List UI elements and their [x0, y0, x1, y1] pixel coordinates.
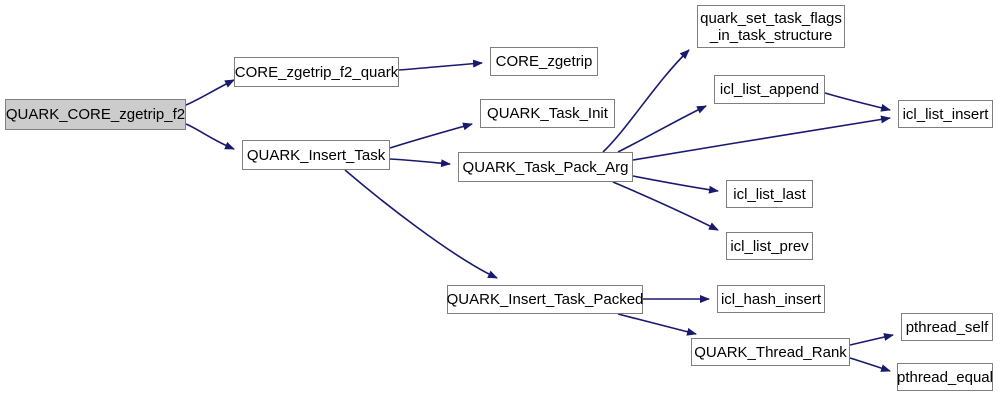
graph-node-quark_task_init[interactable]: QUARK_Task_Init [480, 99, 615, 128]
graph-node-label: QUARK_Task_Pack_Arg [462, 158, 629, 176]
graph-node-label: QUARK_Thread_Rank [694, 343, 847, 361]
call-edge-icl_list_append-to-icl_list_insert [824, 92, 891, 112]
call-edge-quark_insert_task-to-quark_insert_task_packed [344, 169, 498, 279]
graph-node-label: QUARK_Task_Init [487, 105, 608, 122]
graph-node-label: icl_list_insert [902, 105, 989, 123]
graph-node-icl_list_append[interactable]: icl_list_append [714, 75, 825, 104]
graph-node-pthread_self[interactable]: pthread_self [901, 313, 993, 341]
graph-node-label: QUARK_Insert_Task [246, 146, 386, 164]
graph-node-quark_thread_rank[interactable]: QUARK_Thread_Rank [691, 338, 850, 366]
graph-node-quark_insert_task_packed[interactable]: QUARK_Insert_Task_Packed [447, 285, 643, 314]
graph-node-label: CORE_zgetrip [495, 53, 593, 70]
call-edge-quark_task_pack_arg-to-icl_list_prev [612, 181, 719, 231]
graph-node-quark_set_task_flags_in_task_structure[interactable]: quark_set_task_flags _in_task_structure [697, 5, 845, 48]
graph-node-quark_task_pack_arg[interactable]: QUARK_Task_Pack_Arg [458, 152, 633, 182]
graph-node-quark_core_zgetrip_f2[interactable]: QUARK_CORE_zgetrip_f2 [5, 99, 186, 130]
call-edge-quark_thread_rank-to-pthread_self [849, 333, 894, 346]
graph-node-icl_list_insert[interactable]: icl_list_insert [898, 100, 993, 128]
call-edge-quark_insert_task-to-quark_task_pack_arg [389, 158, 451, 168]
graph-node-label: QUARK_Insert_Task_Packed [446, 291, 644, 308]
call-edge-quark_thread_rank-to-pthread_equal [849, 357, 891, 372]
graph-node-label: pthread_equal [897, 368, 993, 386]
call-edge-quark_task_pack_arg-to-quark_set_task_flags_in_task_structure [602, 49, 690, 153]
graph-node-label: CORE_zgetrip_f2_quark [234, 63, 399, 81]
call-edge-quark_task_pack_arg-to-icl_list_append [617, 105, 707, 153]
call-edge-core_zgetrip_f2_quark-to-core_zgetrip [398, 59, 483, 71]
graph-node-icl_list_last[interactable]: icl_list_last [726, 180, 813, 208]
graph-node-label: quark_set_task_flags _in_task_structure [700, 9, 842, 44]
graph-node-label: icl_hash_insert [720, 290, 822, 308]
call-edge-quark_task_pack_arg-to-icl_list_insert [632, 115, 891, 161]
call-edge-quark_insert_task_packed-to-quark_thread_rank [617, 313, 697, 336]
graph-node-icl_hash_insert[interactable]: icl_hash_insert [717, 285, 825, 313]
graph-node-core_zgetrip[interactable]: CORE_zgetrip [490, 47, 598, 76]
graph-node-label: icl_list_last [733, 185, 806, 203]
graph-node-icl_list_prev[interactable]: icl_list_prev [726, 232, 813, 260]
call-edge-quark_core_zgetrip_f2-to-quark_insert_task [185, 123, 235, 150]
call-edge-quark_insert_task-to-quark_task_init [389, 122, 473, 149]
graph-node-quark_insert_task[interactable]: QUARK_Insert_Task [242, 140, 390, 170]
graph-node-pthread_equal[interactable]: pthread_equal [897, 363, 993, 391]
graph-node-label: pthread_self [905, 318, 989, 336]
graph-node-label: QUARK_CORE_zgetrip_f2 [5, 106, 186, 123]
call-edge-quark_task_pack_arg-to-icl_list_last [632, 175, 719, 194]
graph-node-label: icl_list_prev [730, 237, 809, 255]
graph-node-label: icl_list_append [719, 81, 820, 98]
graph-node-core_zgetrip_f2_quark[interactable]: CORE_zgetrip_f2_quark [234, 57, 399, 87]
call-edge-quark_core_zgetrip_f2-to-core_zgetrip_f2_quark [185, 79, 235, 106]
